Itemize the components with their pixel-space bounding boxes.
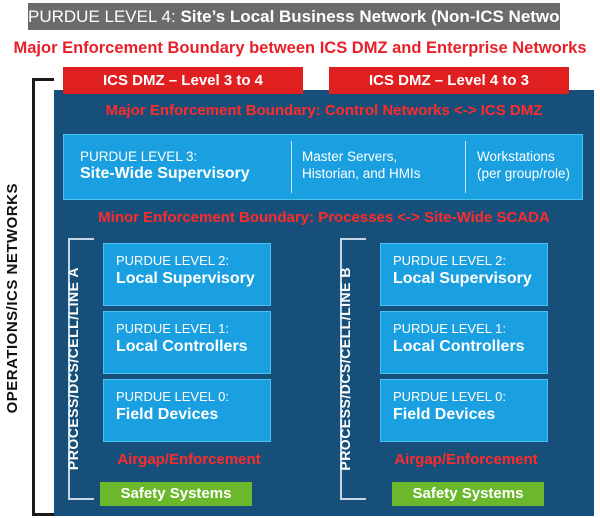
cell-b-bracket [340, 238, 366, 500]
level-3-divider [291, 141, 292, 193]
cell-a-bracket [68, 238, 94, 500]
cell-a-airgap-label: Airgap/Enforcement [117, 451, 261, 468]
level-title: Local Controllers [393, 338, 525, 355]
operations-label-text: OPERATIONS/ICS NETWORKS [3, 183, 21, 414]
banner-title: Site’s Local Business Network (Non-ICS N… [180, 7, 560, 26]
master-line-2: Historian, and HMIs [302, 166, 421, 181]
minor-process-boundary-label: Minor Enforcement Boundary: Processes <-… [98, 209, 550, 226]
cell-a-safety-systems: Safety Systems [100, 482, 252, 506]
level-3-workstations: Workstations (per group/role) [477, 148, 587, 182]
level-title: Field Devices [116, 406, 219, 423]
operations-label: OPERATIONS/ICS NETWORKS [0, 86, 26, 511]
dmz-tab-4-to-3: ICS DMZ – Level 4 to 3 [329, 67, 569, 94]
level-title: Field Devices [393, 406, 496, 423]
master-line-1: Master Servers, [302, 149, 398, 164]
cell-b-level-2-box: PURDUE LEVEL 2: Local Supervisory [380, 243, 548, 306]
dmz-tab-3-to-4: ICS DMZ – Level 3 to 4 [63, 67, 303, 94]
level-kicker: PURDUE LEVEL 1: [393, 321, 506, 336]
banner-prefix: PURDUE LEVEL 4: [28, 7, 181, 26]
level-title: Local Supervisory [116, 270, 255, 287]
level-title: Local Controllers [116, 338, 248, 355]
cell-a-level-0-box: PURDUE LEVEL 0: Field Devices [103, 379, 271, 442]
level-3-kicker: PURDUE LEVEL 3: [80, 149, 198, 164]
level-kicker: PURDUE LEVEL 2: [393, 253, 506, 268]
cell-b-safety-systems: Safety Systems [392, 482, 544, 506]
purdue-level-4-banner: PURDUE LEVEL 4: Site’s Local Business Ne… [28, 3, 560, 30]
level-title: Local Supervisory [393, 270, 532, 287]
cell-b-label-text: PROCESS/DCS/CELL/LINE B [337, 267, 353, 471]
cell-a-level-1-box: PURDUE LEVEL 1: Local Controllers [103, 311, 271, 374]
level-3-panel [63, 134, 583, 200]
cell-b-airgap-label: Airgap/Enforcement [394, 451, 538, 468]
level-kicker: PURDUE LEVEL 1: [116, 321, 229, 336]
cell-b-label: PROCESS/DCS/CELL/LINE B [330, 240, 360, 498]
cell-b-level-0-box: PURDUE LEVEL 0: Field Devices [380, 379, 548, 442]
level-kicker: PURDUE LEVEL 0: [116, 389, 229, 404]
level-3-title: Site-Wide Supervisory [80, 165, 250, 182]
cell-a-label: PROCESS/DCS/CELL/LINE A [58, 240, 88, 498]
level-kicker: PURDUE LEVEL 2: [116, 253, 229, 268]
cell-b-level-1-box: PURDUE LEVEL 1: Local Controllers [380, 311, 548, 374]
operations-bracket [32, 78, 54, 516]
level-3-master-servers: Master Servers, Historian, and HMIs [302, 148, 462, 182]
work-line-1: Workstations [477, 149, 555, 164]
level-3-divider [465, 141, 466, 193]
level-kicker: PURDUE LEVEL 0: [393, 389, 506, 404]
major-enterprise-boundary-label: Major Enforcement Boundary between ICS D… [13, 39, 587, 57]
cell-a-level-2-box: PURDUE LEVEL 2: Local Supervisory [103, 243, 271, 306]
work-line-2: (per group/role) [477, 166, 571, 181]
cell-a-label-text: PROCESS/DCS/CELL/LINE A [65, 267, 81, 471]
level-3-title-block: PURDUE LEVEL 3: Site-Wide Supervisory [80, 148, 290, 182]
major-control-boundary-label: Major Enforcement Boundary: Control Netw… [105, 102, 543, 119]
